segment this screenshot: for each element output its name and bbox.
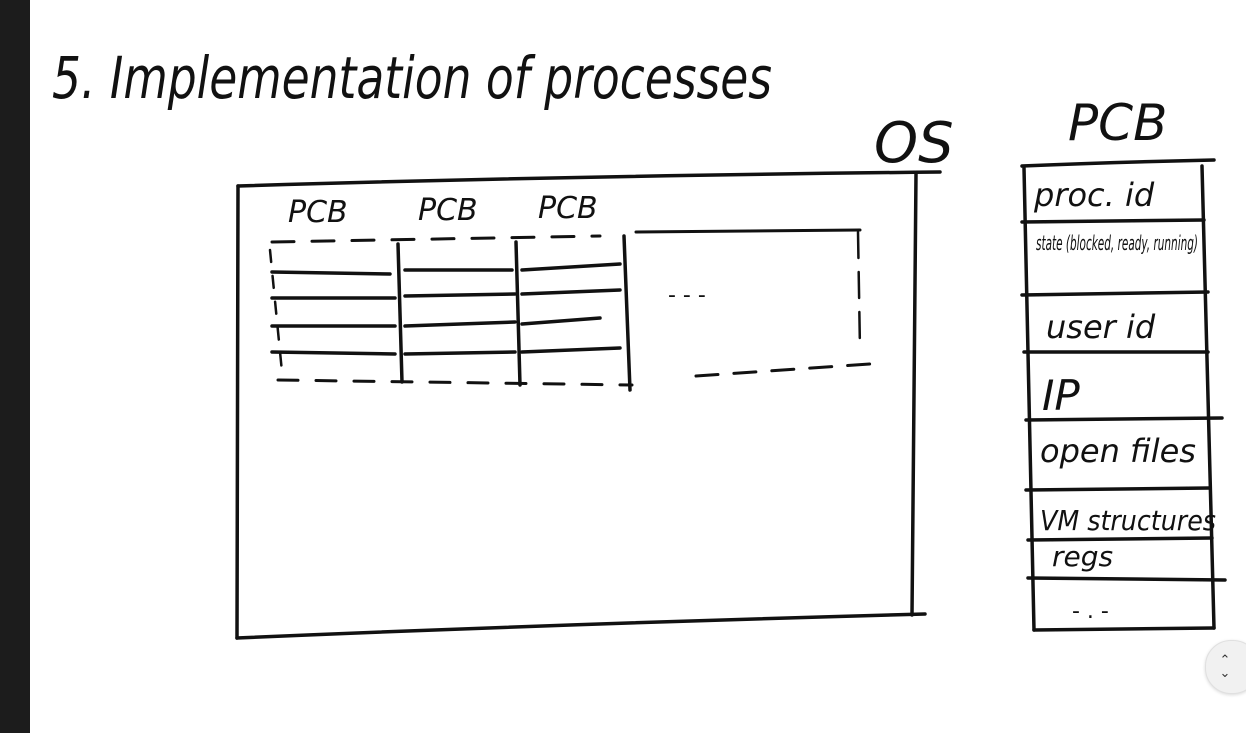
pcb-field-ip: IP — [1042, 371, 1080, 420]
os-box — [235, 170, 942, 640]
pcb-field-open-files: open files — [1040, 432, 1196, 470]
pcb-structure-box — [1020, 158, 1227, 632]
pcb-field-state: state (blocked, ready, running) — [1036, 231, 1198, 255]
pcb-header-2: PCB — [418, 193, 478, 228]
scroll-control[interactable]: ⌃ ⌄ — [1205, 640, 1246, 694]
pcb-header-3: PCB — [538, 191, 598, 226]
pcb-field-more: - . - — [1072, 599, 1109, 624]
pcb-field-proc-id: proc. id — [1033, 176, 1155, 214]
left-dark-edge — [0, 0, 30, 733]
chevron-up-icon[interactable]: ⌃ — [1219, 653, 1231, 668]
pcb-field-user-id: user id — [1046, 308, 1156, 346]
pcb-field-vm-structures: VM structures — [1040, 504, 1216, 537]
os-label: OS — [874, 111, 954, 176]
pcb-field-regs: regs — [1052, 540, 1113, 573]
empty-pcb-slot — [634, 228, 872, 378]
pcb-header-1: PCB — [288, 195, 348, 230]
pcb-table — [268, 234, 634, 392]
page-title: 5. Implementation of processes — [52, 44, 772, 112]
chevron-down-icon[interactable]: ⌄ — [1219, 666, 1231, 681]
pcb-title: PCB — [1068, 94, 1167, 152]
ellipsis-inside-os: - - - — [668, 283, 706, 308]
